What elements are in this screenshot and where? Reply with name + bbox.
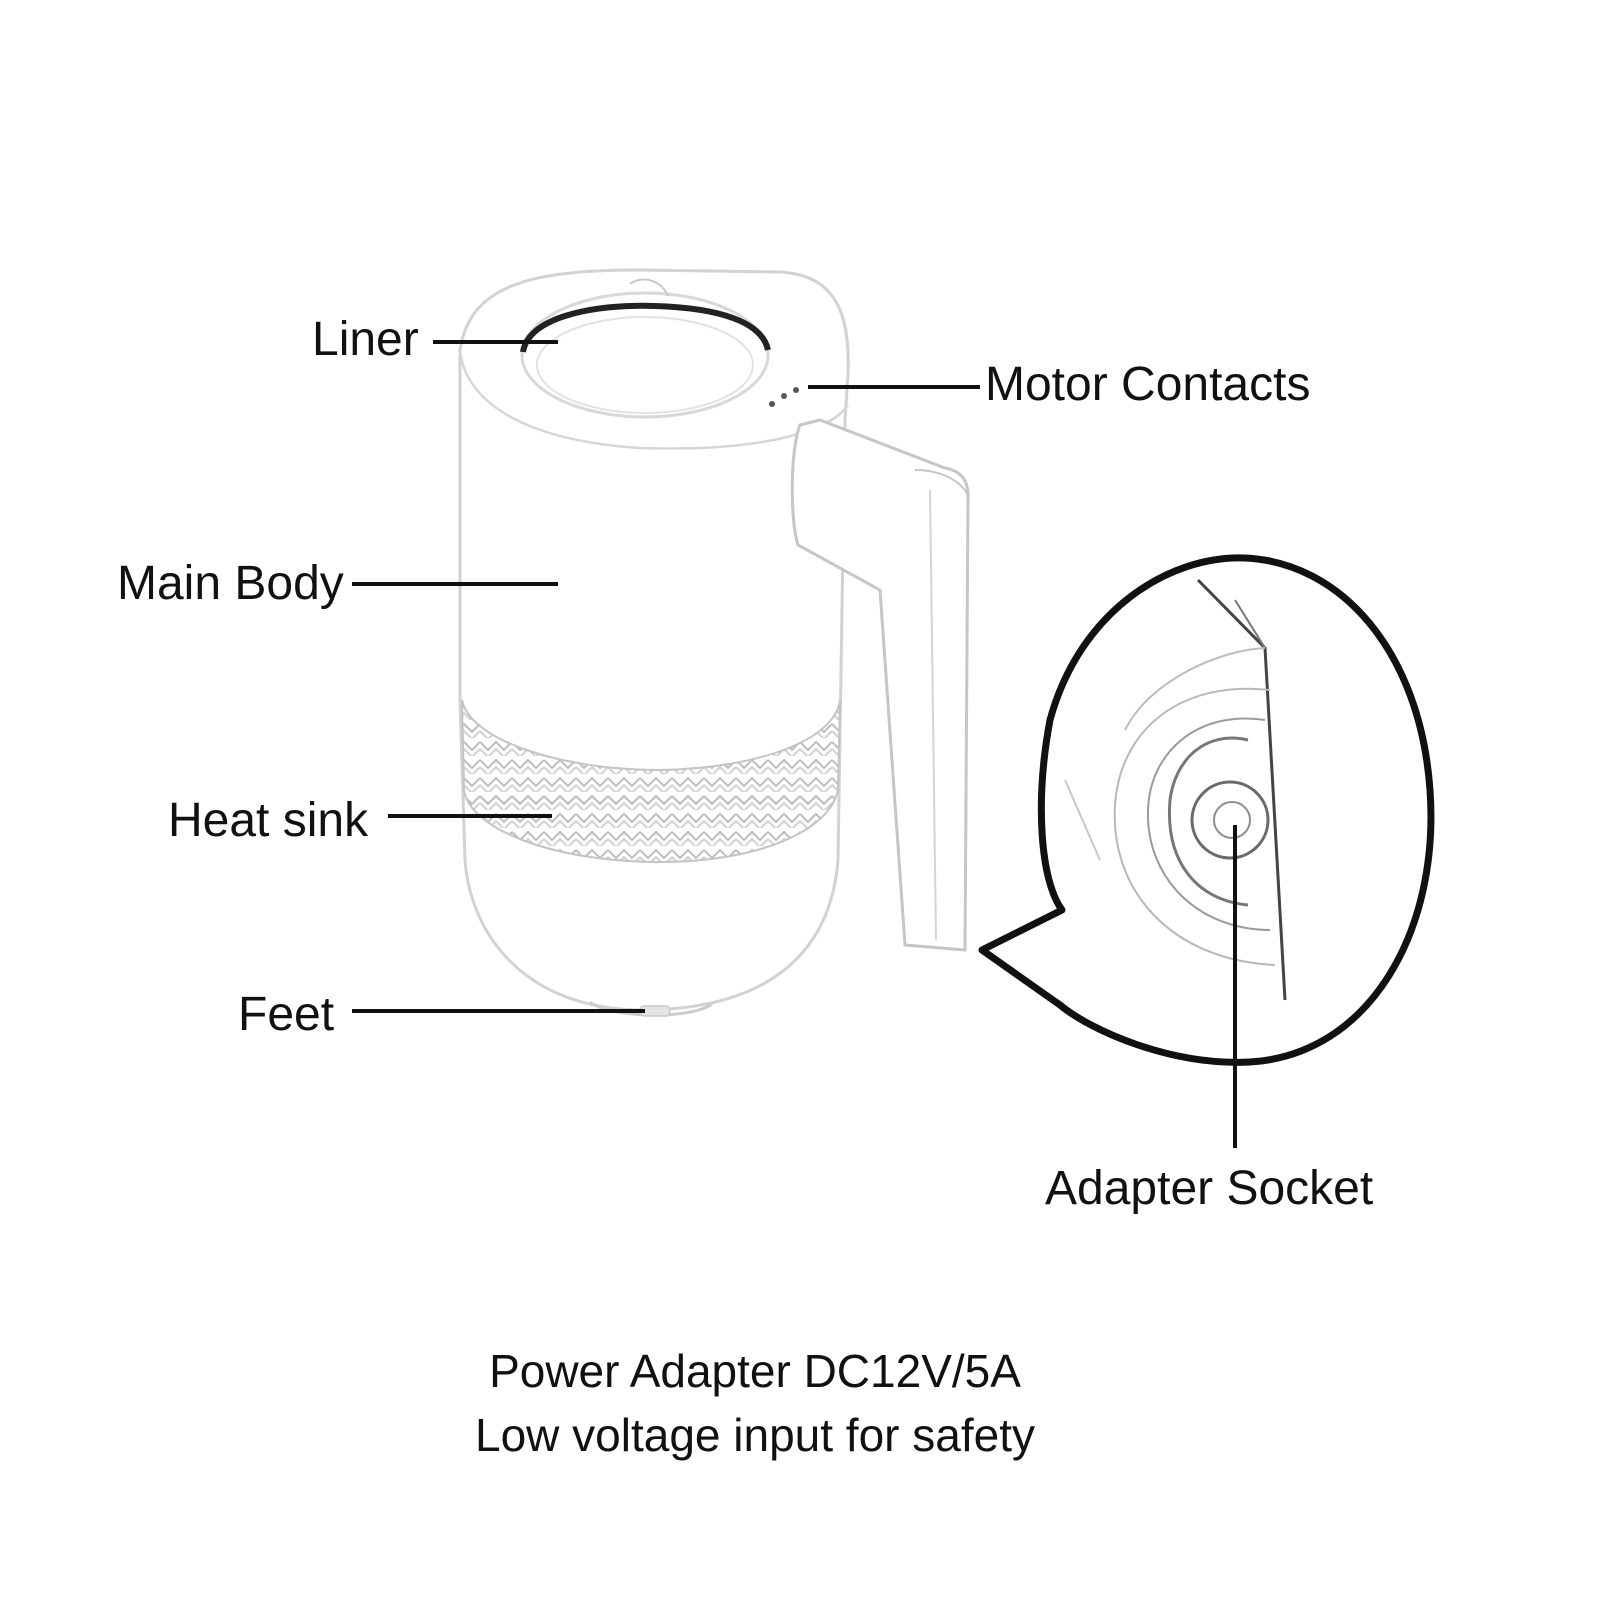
caption-power-adapter: Power Adapter DC12V/5A: [489, 1345, 1021, 1397]
label-main-body: Main Body: [117, 557, 344, 610]
label-liner: Liner: [312, 313, 419, 366]
label-adapter-socket: Adapter Socket: [1045, 1162, 1374, 1215]
label-motor-contacts: Motor Contacts: [985, 358, 1311, 411]
heat-sink-band: [461, 699, 841, 864]
label-heat-sink: Heat sink: [168, 794, 369, 847]
liner-ring: [520, 278, 771, 419]
handle-shape: [790, 418, 970, 952]
caption-low-voltage: Low voltage input for safety: [475, 1409, 1035, 1461]
motor-contact-dots: [769, 387, 799, 407]
zoom-callout: [978, 554, 1435, 1066]
feet-shape: [589, 1000, 713, 1017]
leader-lines: [352, 340, 1237, 1148]
label-feet: Feet: [238, 988, 335, 1041]
